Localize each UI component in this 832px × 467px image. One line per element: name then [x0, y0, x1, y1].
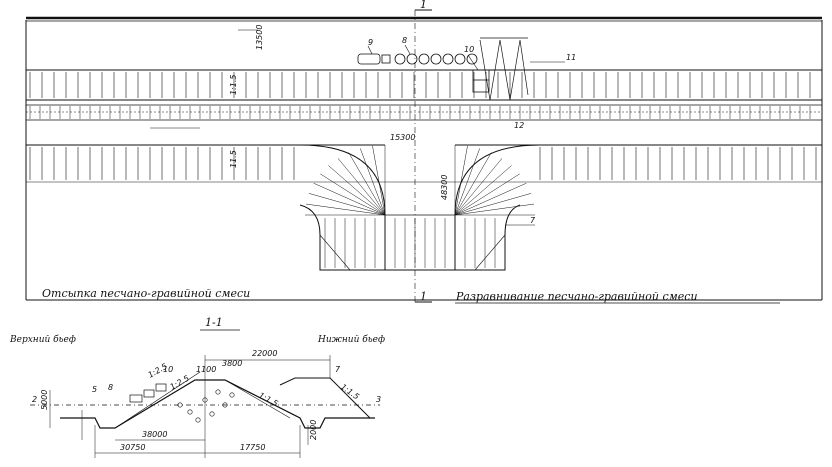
callout-10: 10 [464, 45, 474, 54]
callout-8-section: 8 [108, 383, 113, 392]
dim-ramp-length: 48300 [440, 175, 449, 200]
plan-view [25, 9, 823, 304]
section-marker-top: 1 [420, 0, 427, 11]
dim-crest-small-2: 3800 [222, 359, 242, 368]
dim-lane-a: 1:1.5 [229, 74, 238, 95]
dim-base-right: 17750 [240, 443, 265, 452]
callout-7: 7 [530, 216, 536, 225]
dim-base-left: 30750 [120, 443, 145, 452]
callout-10-section: 10 [163, 365, 173, 374]
dim-top-width: 22000 [252, 349, 277, 358]
caption-left: Отсыпка песчано-гравийной смеси [42, 287, 250, 300]
callout-7-section: 7 [335, 365, 341, 374]
dim-top-offset: 13500 [255, 25, 264, 50]
section-marker-bottom: 1 [420, 290, 427, 303]
dim-gap-width: 15300 [390, 133, 415, 142]
upstream-label: Верхний бьеф [9, 334, 76, 345]
cross-section [30, 329, 380, 458]
plan-lane-middle [26, 104, 822, 121]
dim-slope-down-a: 1:1.5 [257, 391, 279, 409]
dim-height-left: 5000 [40, 390, 49, 410]
caption-right: Разравнивание песчано-гравийной смеси [455, 290, 698, 303]
fill-sequence-marks [479, 37, 529, 101]
callout-9: 9 [368, 38, 373, 47]
plan-lane-lower [26, 144, 822, 183]
dim-crest-small: 1100 [196, 365, 216, 374]
section-title: 1-1 [205, 316, 223, 329]
equipment-train [357, 53, 478, 65]
plan-ramp [299, 144, 541, 271]
callout-2: 2 [32, 395, 37, 404]
section-labels: 1-1 Верхний бьеф Нижний бьеф 22000 1100 … [9, 316, 385, 452]
callout-3: 3 [376, 395, 381, 404]
dim-lane-b: 11.5 [229, 150, 238, 168]
downstream-label: Нижний бьеф [317, 334, 385, 345]
plan-lane-upper [26, 69, 822, 101]
callout-8: 8 [402, 36, 407, 45]
dim-height-right: 2000 [309, 420, 318, 440]
dim-base-inner: 38000 [142, 430, 167, 439]
callout-5: 5 [92, 385, 97, 394]
callout-11: 11 [566, 53, 576, 62]
plan-labels: 1 1 Отсыпка песчано-гравийной смеси Разр… [42, 0, 698, 303]
section-cut-line [414, 9, 432, 303]
callout-12: 12 [514, 121, 524, 130]
